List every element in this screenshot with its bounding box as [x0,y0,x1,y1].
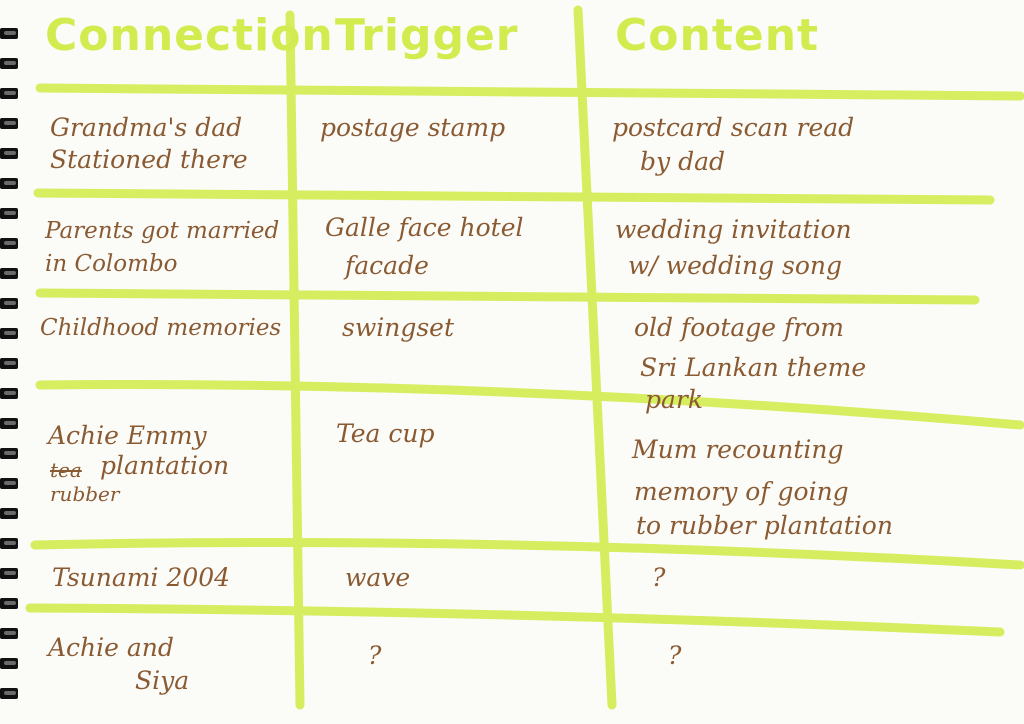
spiral-ring [0,598,18,609]
row5-content: ? [652,563,666,592]
spiral-ring [0,268,18,279]
spiral-ring [0,118,18,129]
row3-content-line2: Sri Lankan theme [640,353,867,382]
spiral-ring [0,148,18,159]
row4-connection-line1: Achie Emmy [48,421,207,450]
row1-connection-line2: Stationed there [50,145,248,174]
spiral-ring [0,658,18,669]
row2-content-line1: wedding invitation [615,215,852,244]
row5-trigger: wave [345,563,411,592]
row6-content: ? [668,641,682,670]
spiral-ring [0,28,18,39]
row6-connection-line2: Siya [135,666,190,695]
row3-content-line1: old footage from [634,313,845,342]
column-header-content: Content [615,10,820,61]
row4-content-line1: Mum recounting [632,435,844,464]
row4-connection-line3: rubber [50,482,120,506]
row4-content-line2: memory of going [634,477,849,506]
row1-trigger: postage stamp [320,113,506,142]
row1-connection-line1: Grandma's dad [50,113,243,142]
row-divider [25,603,1005,637]
spiral-ring [0,328,18,339]
spiral-ring [0,358,18,369]
spiral-ring [0,208,18,219]
spiral-ring [0,298,18,309]
spiral-ring [0,418,18,429]
spiral-ring [0,538,18,549]
row4-connection-line2: plantation [100,451,230,480]
row3-trigger: swingset [342,313,454,342]
row2-connection-line2: in Colombo [45,251,178,277]
spiral-ring [0,688,18,699]
row4-content-line3: to rubber plantation [636,511,893,540]
spiral-ring [0,448,18,459]
spiral-ring [0,178,18,189]
column-header-trigger: Trigger [335,10,519,61]
row6-trigger: ? [368,641,382,670]
column-divider [573,5,617,710]
row4-connection-struck: tea [50,458,82,482]
spiral-ring [0,508,18,519]
row2-connection-line1: Parents got married [45,218,280,244]
row-divider [33,188,995,205]
spiral-ring [0,388,18,399]
row1-content-line2: by dad [640,147,725,176]
row1-content-line1: postcard scan read [612,113,855,142]
row-divider [30,538,1024,570]
spiral-ring [0,88,18,99]
row4-trigger: Tea cup [336,419,435,448]
spiral-ring [0,568,18,579]
column-header-connection: Connection [45,10,334,61]
row5-connection: Tsunami 2004 [52,563,231,592]
spiral-ring [0,238,18,249]
row3-connection: Childhood memories [40,315,282,341]
spiral-ring [0,58,18,69]
row2-trigger-line2: facade [345,251,429,280]
row3-content-line3: park [645,385,704,414]
row2-trigger-line1: Galle face hotel [325,213,524,242]
row-divider [35,380,1024,430]
row2-content-line2: w/ wedding song [628,251,843,280]
row-divider [35,83,1024,101]
spiral-ring [0,478,18,489]
column-divider [285,10,305,710]
spiral-ring [0,628,18,639]
row-divider [35,288,980,305]
row6-connection-line1: Achie and [48,633,174,662]
